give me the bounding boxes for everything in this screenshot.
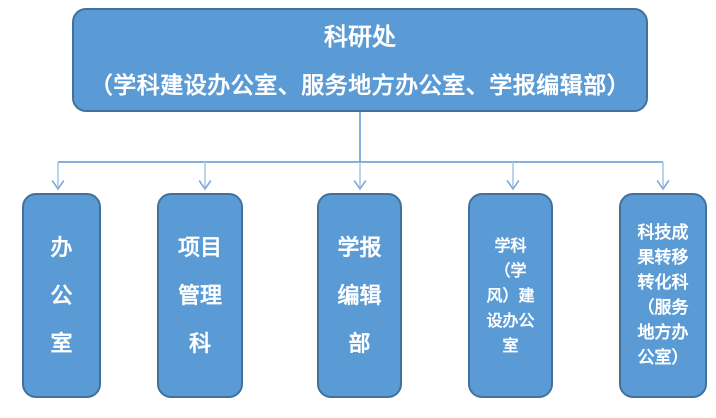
root-department-subtitle: （学科建设办公室、服务地方办公室、学报编辑部）: [89, 72, 631, 99]
arrow-down-icon: [656, 162, 670, 191]
arrow-down-icon: [353, 162, 367, 191]
department-box-tech-transfer: 科技成 果转移 转化科 （服务 地方办 公室）: [619, 193, 707, 398]
department-label: 办 公 室: [50, 234, 73, 357]
department-label: 科技成 果转移 转化科 （服务 地方办 公室）: [637, 222, 689, 368]
arrow-down-icon: [506, 162, 520, 191]
department-label: 学报 编辑 部: [337, 234, 382, 357]
department-box-discipline-construction: 学科 （学 风）建 设办公 室: [468, 193, 553, 398]
department-label: 项目 管理 科: [177, 234, 222, 357]
connector-trunk: [58, 112, 663, 163]
arrow-down-icon: [198, 162, 212, 191]
arrow-down-icon: [51, 162, 65, 191]
root-department-title: 科研处: [324, 22, 396, 51]
department-box-journal-editorial: 学报 编辑 部: [317, 193, 402, 398]
department-box-project-management: 项目 管理 科: [157, 193, 243, 398]
department-box-office: 办 公 室: [22, 193, 101, 398]
department-label: 学科 （学 风）建 设办公 室: [486, 236, 535, 355]
root-department-box: 科研处 （学科建设办公室、服务地方办公室、学报编辑部）: [72, 8, 648, 112]
